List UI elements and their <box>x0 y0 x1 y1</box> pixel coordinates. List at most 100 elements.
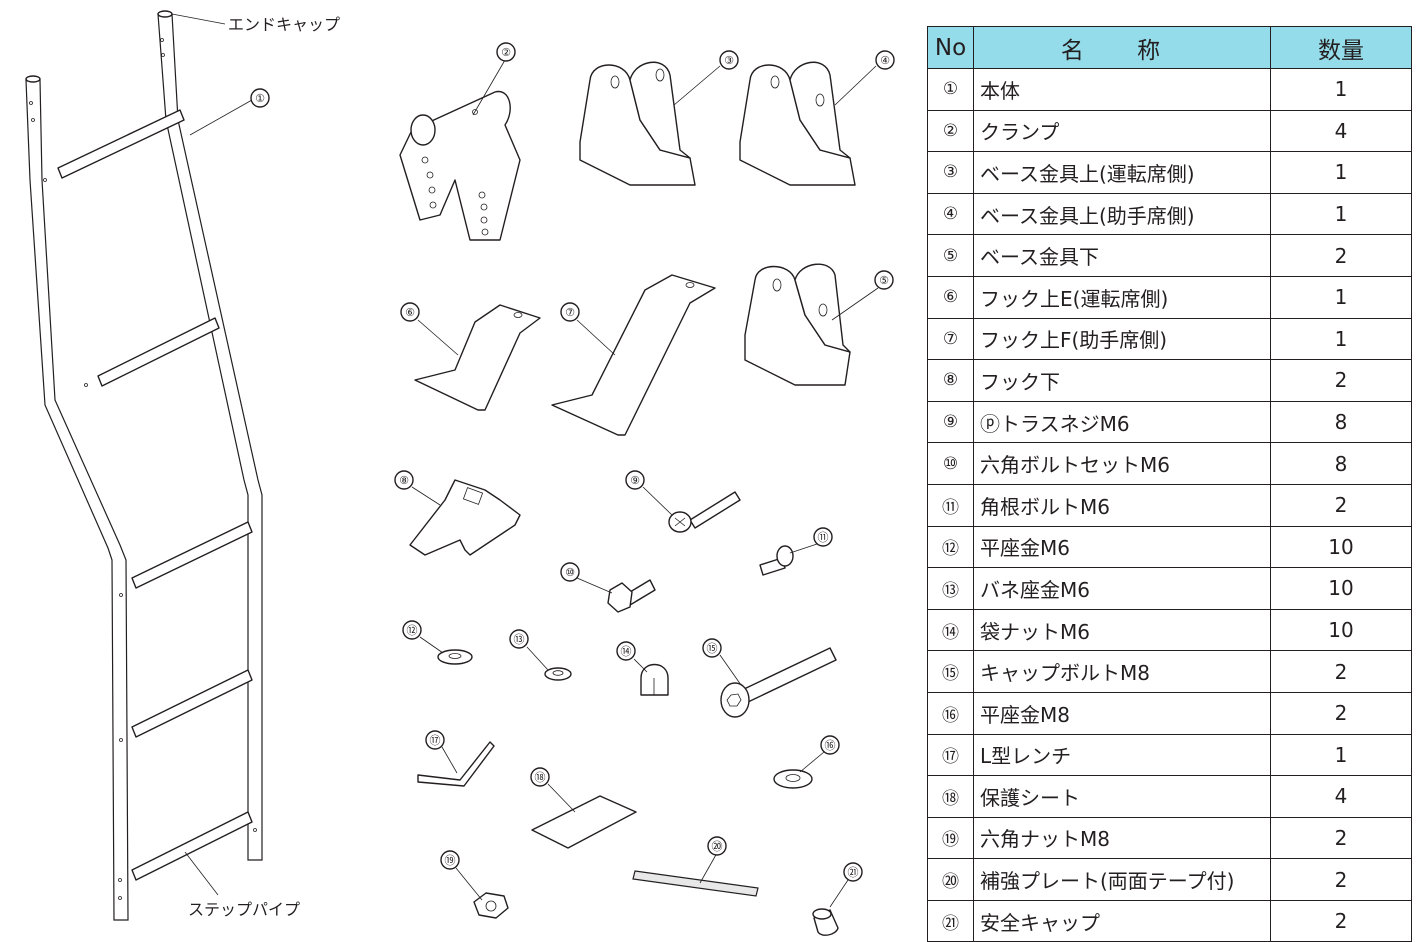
svg-text:⑧: ⑧ <box>399 474 409 487</box>
callout-15: ⑮ <box>702 638 722 658</box>
leader-lines <box>189 59 879 908</box>
header-no: No <box>927 26 974 69</box>
callout-16: ⑯ <box>820 735 840 755</box>
svg-text:⑫: ⑫ <box>407 624 418 637</box>
row-number: ① <box>927 68 974 111</box>
row-number: ⑳ <box>927 858 974 901</box>
header-name: 名 称 <box>973 26 1271 69</box>
square-neck-bolt <box>759 545 794 576</box>
svg-text:⑱: ⑱ <box>535 771 546 784</box>
callout-10: ⑩ <box>560 562 580 582</box>
part-quantity: 1 <box>1270 68 1412 111</box>
svg-text:⑩: ⑩ <box>565 566 575 579</box>
truss-screw <box>668 491 741 533</box>
row-number: ⑱ <box>927 775 974 818</box>
row-number: ② <box>927 109 974 153</box>
row-number: ⑯ <box>927 691 974 735</box>
flat-washer-m6 <box>437 649 473 665</box>
ladder-body <box>25 10 263 921</box>
hook-upper-e <box>414 304 541 411</box>
svg-text:⑭: ⑭ <box>621 645 632 658</box>
part-quantity: 10 <box>1270 608 1412 652</box>
svg-text:④: ④ <box>880 54 890 67</box>
row-number: ⑥ <box>927 275 974 319</box>
part-name: 角根ボルトM6 <box>973 483 1271 527</box>
part-quantity: 2 <box>1270 858 1412 901</box>
part-quantity: 1 <box>1270 733 1412 777</box>
hex-bolt-set <box>607 579 656 613</box>
step-pipe-label: ステップパイプ <box>188 900 300 919</box>
svg-text:⑲: ⑲ <box>445 854 456 867</box>
parts-diagram: エンドキャップ ステップパイプ <box>25 10 895 936</box>
row-number: ⑭ <box>927 608 974 652</box>
part-quantity: 2 <box>1270 691 1412 735</box>
part-quantity: 10 <box>1270 567 1412 610</box>
part-quantity: 2 <box>1270 359 1412 402</box>
end-cap-callout: エンドキャップ <box>171 13 340 34</box>
end-cap-label: エンドキャップ <box>228 15 340 34</box>
part-quantity: 4 <box>1270 109 1412 153</box>
step-pipe-callout: ステップパイプ <box>184 851 300 919</box>
row-number: ⑲ <box>927 816 974 860</box>
row-number: ⑪ <box>927 483 974 527</box>
part-name: 補強プレート(両面テープ付) <box>973 858 1271 901</box>
callout-8: ⑧ <box>394 470 414 490</box>
row-number: ⑩ <box>927 442 974 485</box>
cap-nut <box>640 663 669 696</box>
callout-2: ② <box>496 42 516 62</box>
part-quantity: 2 <box>1270 483 1412 527</box>
part-quantity: 1 <box>1270 317 1412 361</box>
callout-5: ⑤ <box>874 270 894 290</box>
flat-washer-m8 <box>773 769 813 789</box>
clamp-part <box>399 90 521 241</box>
callout-4: ④ <box>875 50 895 70</box>
reinforcement-plate <box>632 870 759 897</box>
callout-17: ⑰ <box>425 730 445 750</box>
svg-text:⑤: ⑤ <box>879 274 889 287</box>
part-name: 保護シート <box>973 775 1271 818</box>
callout-14: ⑭ <box>616 641 636 661</box>
part-quantity: 8 <box>1270 400 1412 444</box>
ladder-steps <box>57 109 253 881</box>
row-number: ⑨ <box>927 400 974 444</box>
part-name: キャップボルトM8 <box>973 650 1271 693</box>
callout-9: ⑨ <box>625 470 645 490</box>
part-name: 本体 <box>973 68 1271 111</box>
callout-11: ⑪ <box>813 527 833 547</box>
callout-18: ⑱ <box>530 767 550 787</box>
part-quantity: 1 <box>1270 151 1412 194</box>
svg-text:⑳: ⑳ <box>712 840 723 853</box>
callouts: ① ② ③ ④ ⑤ ⑥ ⑦ ⑧ ⑨ ⑩ ⑪ ⑫ ⑬ ⑭ ⑮ ⑯ ⑰ ⑱ ⑲ ⑳ … <box>250 42 895 882</box>
part-name: ベース金具下 <box>973 234 1271 277</box>
part-name: ベース金具上(運転席側) <box>973 151 1271 194</box>
row-number: ⑦ <box>927 317 974 361</box>
part-quantity: 2 <box>1270 234 1412 277</box>
part-quantity: 8 <box>1270 442 1412 485</box>
protective-sheet <box>531 795 637 849</box>
svg-text:⑥: ⑥ <box>405 306 415 319</box>
callout-21: ㉑ <box>843 862 863 882</box>
row-number: ④ <box>927 192 974 236</box>
safety-cap <box>812 908 839 936</box>
svg-text:②: ② <box>501 46 511 59</box>
part-name: 平座金M6 <box>973 525 1271 569</box>
part-quantity: 4 <box>1270 775 1412 818</box>
hook-lower <box>409 479 521 556</box>
part-name: ⓟトラスネジM6 <box>973 400 1271 444</box>
